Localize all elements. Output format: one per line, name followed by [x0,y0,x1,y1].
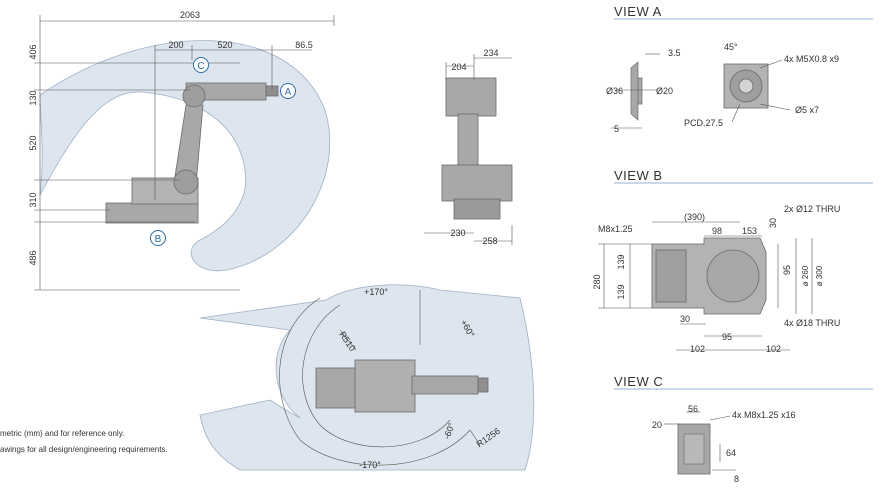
dim-8: 8 [734,474,739,484]
side-shoulder-joint [173,169,199,195]
dim-56: 56 [688,404,698,414]
dim-520-v: 520 [28,135,38,150]
dim-139-b: 139 [616,284,626,299]
dim-139-a: 139 [616,254,626,269]
angle-45: 45° [724,42,738,52]
dim-153: 153 [742,226,757,236]
dim-102-b: 102 [766,344,781,354]
dim-258: 258 [482,236,497,246]
top-wrist [477,377,489,393]
dim-130: 130 [28,90,38,105]
top-envelope-ring-inner [302,304,451,448]
dim-204: 204 [451,62,466,72]
dim-230: 230 [450,228,465,238]
dim-d20: Ø20 [656,86,673,96]
side-dim-lines [34,15,335,291]
label-pcd: PCD.27.5 [684,118,723,128]
view-a-flange-side [630,61,643,121]
dim-200: 200 [168,40,183,50]
dim-406: 406 [28,44,38,59]
view-c: VIEW C 56 20 4x M8x1.25 x16 64 8 [614,374,873,484]
svg-text:B: B [155,234,162,245]
view-b-cable-box [655,249,687,303]
label-o5: Ø5 x7 [795,105,819,115]
svg-text:C: C [197,61,204,72]
label-m5: 4x M5X0.8 x9 [784,54,839,64]
top-arm [411,375,479,395]
dim-95-h: 95 [722,332,732,342]
svg-text:A: A [285,87,292,98]
dim-98: 98 [712,226,722,236]
label-thru12: 2x Ø12 THRU [784,204,840,214]
view-a-flange-bore [738,78,754,94]
side-elbow-joint [182,84,206,108]
view-a: VIEW A 3.5 Ø36 Ø20 5 45° 4x M5X0.8 x9 PC… [606,4,873,134]
front-base [453,198,501,220]
dim-390: (390) [684,212,705,222]
dim-300: ø 300 [815,265,824,286]
view-c-title: VIEW C [614,374,663,389]
front-arm [457,113,479,171]
dim-280: 280 [592,274,602,289]
note-line-1: metric (mm) and for reference only. [0,429,124,438]
front-body [441,164,513,202]
note-line-2: awings for all design/engineering requir… [0,445,168,454]
dim-64: 64 [726,448,736,458]
label-m8x16: 4x M8x1.25 x16 [732,410,796,420]
dim-20: 20 [652,420,662,430]
dim-102-a: 102 [690,344,705,354]
top-view: +170° -170° +60° -60° R510 R1256 metric … [0,284,535,471]
view-b: VIEW B 2x Ø12 THRU M8x1.25 (390) 98 153 … [592,168,873,354]
dim-5: 5 [614,124,619,134]
label-m8: M8x1.25 [598,224,633,234]
front-top-joint [445,77,497,117]
front-view: 204 234 230 258 [424,48,513,246]
view-b-center-circle [706,249,760,303]
dim-310: 310 [28,192,38,207]
dim-30-bottom: 30 [680,314,690,324]
view-c-part-inner [683,433,705,465]
callout-b: B [150,230,166,246]
top-envelope-ring-outer [279,297,471,466]
dim-234: 234 [483,48,498,58]
top-body [354,359,416,413]
label-thru18: 4x Ø18 THRU [784,318,840,328]
callout-c: C [193,57,209,73]
view-b-title: VIEW B [614,168,663,183]
dim-30-top: 30 [768,218,778,228]
dim-486: 486 [28,250,38,265]
side-view: 2063 200 520 86.5 406 130 520 310 486 A … [28,10,335,291]
side-base [105,202,199,224]
dim-86-5: 86.5 [295,40,313,50]
callout-a: A [280,83,296,99]
angle-minus-170: -170° [359,460,381,470]
dim-2063: 2063 [180,10,200,20]
dim-520: 520 [217,40,232,50]
dim-3-5: 3.5 [668,48,681,58]
view-a-title: VIEW A [614,4,662,19]
dim-95-v: 95 [782,265,792,275]
dim-260: ø 260 [801,265,810,286]
angle-plus-170: +170° [364,287,388,297]
dim-d36: Ø36 [606,86,623,96]
